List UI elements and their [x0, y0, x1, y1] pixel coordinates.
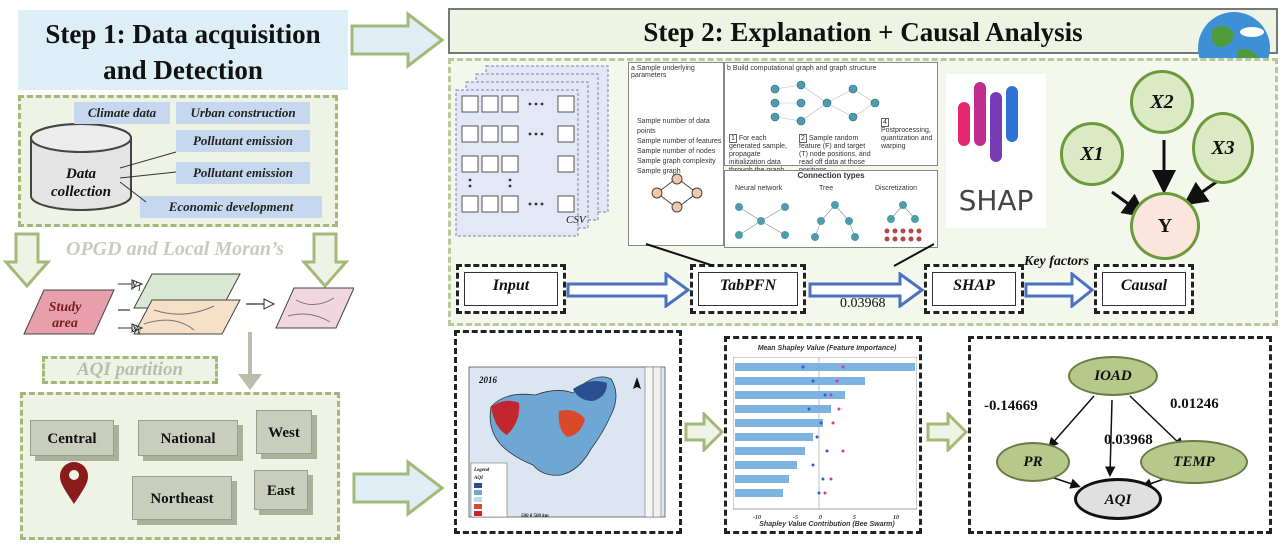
arrow-tabpfn-shap	[808, 272, 925, 308]
region-east: East	[254, 470, 308, 510]
shap-beeswarm-plot: -10 -5 0 5 10	[733, 357, 917, 521]
down-arrow-right	[300, 232, 350, 289]
database-icon	[30, 123, 132, 211]
aqi-partition-label-box: AQI partition	[42, 356, 218, 384]
svg-text:0: 0	[819, 515, 822, 521]
region-national: National	[138, 420, 238, 456]
data-collection-label: Data collection	[51, 166, 111, 200]
arrow-shap-causal	[1024, 272, 1095, 308]
weight-aqi: 0.03968	[1104, 432, 1153, 448]
connector-lines-pipeline	[645, 243, 935, 267]
north-arrow-icon	[633, 377, 641, 389]
china-aqi-map: 2016 Legend AQI 500 0 500 km	[461, 337, 673, 525]
tag-climate-data: Climate data	[74, 102, 170, 124]
csv-label: CSV	[566, 214, 586, 226]
step-arrow-bottom	[352, 458, 445, 518]
key-factors-label: Key factors	[1024, 254, 1089, 269]
step1-title-line2: and Detection	[103, 55, 263, 85]
result-graph-edges	[1047, 395, 1185, 489]
pipeline-tabpfn: TabPFN	[690, 264, 806, 314]
connector-lines	[119, 151, 177, 203]
y1-label: y1	[132, 276, 142, 293]
map-scale: 500 0 500 km	[521, 514, 549, 519]
step1-title-line1: Step 1: Data acquisition	[45, 19, 321, 49]
weight-temp: 0.01246	[1170, 396, 1219, 412]
connection-types-icons	[735, 201, 922, 242]
xk-label: xk	[132, 320, 141, 337]
tag-pollutant-emission-2: Pollutant emission	[176, 162, 310, 184]
weight-pr: -0.14669	[984, 398, 1038, 414]
node-x3: X3	[1192, 112, 1254, 184]
region-central: Central	[30, 420, 114, 456]
arrow-input-tabpfn	[566, 272, 691, 308]
tag-pollutant-emission-1: Pollutant emission	[176, 130, 310, 152]
csv-stack	[455, 65, 609, 237]
svg-text:5: 5	[853, 515, 856, 521]
node-y: Y	[1130, 192, 1200, 260]
step1-title: Step 1: Data acquisition and Detection	[18, 10, 348, 90]
tabpfn-panel-a: a Sample underlying parameters Sample nu…	[628, 62, 724, 246]
svg-text:-5: -5	[793, 515, 798, 521]
opgd-diagram	[23, 273, 354, 335]
map-legend-aqi: AQI	[473, 476, 484, 481]
connection-types-panel: Connection types Neural network Tree Dis…	[724, 170, 938, 248]
step-arrow-top	[350, 10, 445, 70]
arrow-map-shap	[684, 412, 724, 452]
tag-urban-construction: Urban construction	[176, 102, 310, 124]
sample-graph-icon	[651, 173, 703, 213]
svg-text:10: 10	[893, 515, 899, 521]
region-northeast: Northeast	[132, 476, 232, 520]
tabpfn-step2: 2 Sample random feature (F) and target (…	[799, 134, 871, 174]
tag-economic-development: Economic development	[140, 196, 322, 218]
down-arrow-left	[2, 232, 52, 289]
tabpfn-step1: 1 For each generated sample, propagate i…	[729, 134, 787, 174]
map-legend-title: Legend	[473, 468, 490, 473]
map-year: 2016	[478, 375, 498, 385]
arrow-shap-result	[926, 412, 968, 452]
param-list: Sample number of data points Sample numb…	[637, 118, 722, 175]
aqi-partition-label: AQI partition	[76, 359, 184, 380]
tabpfn-panel-b: b Build computational graph and graph st…	[724, 62, 938, 174]
pipeline-shap: SHAP	[924, 264, 1024, 314]
shap-logo-icon	[958, 82, 1018, 162]
step2-title: Step 2: Explanation + Causal Analysis	[448, 8, 1278, 54]
shap-logo: SHAP	[946, 74, 1046, 228]
arrow-value: 0.03968	[840, 296, 886, 311]
node-pr: PR	[996, 442, 1070, 482]
location-pin-icon	[60, 462, 88, 504]
computational-graph-icon	[770, 80, 880, 126]
region-west: West	[256, 410, 312, 454]
node-temp: TEMP	[1140, 440, 1248, 484]
node-x2: X2	[1130, 70, 1194, 134]
opgd-label: OPGD and Local Moran’s	[66, 238, 284, 260]
svg-text:-10: -10	[753, 515, 761, 521]
pipeline-causal: Causal	[1094, 264, 1194, 314]
study-area-label: Study area	[48, 300, 82, 331]
node-x1: X1	[1060, 122, 1124, 186]
shap-beeswarm-panel: Mean Shapley Value (Feature Importance) …	[724, 336, 922, 534]
node-ioad: IOAD	[1068, 356, 1158, 396]
map-panel: 2016 Legend AQI 500 0 500 km	[454, 330, 682, 534]
down-arrow-aqi	[238, 332, 262, 390]
node-aqi: AQI	[1074, 478, 1162, 520]
pipeline-input: Input	[456, 264, 566, 314]
shap-logo-text: SHAP	[958, 184, 1034, 217]
tabpfn-step3: 4 Postprocessing, quantization and warpi…	[881, 118, 933, 150]
